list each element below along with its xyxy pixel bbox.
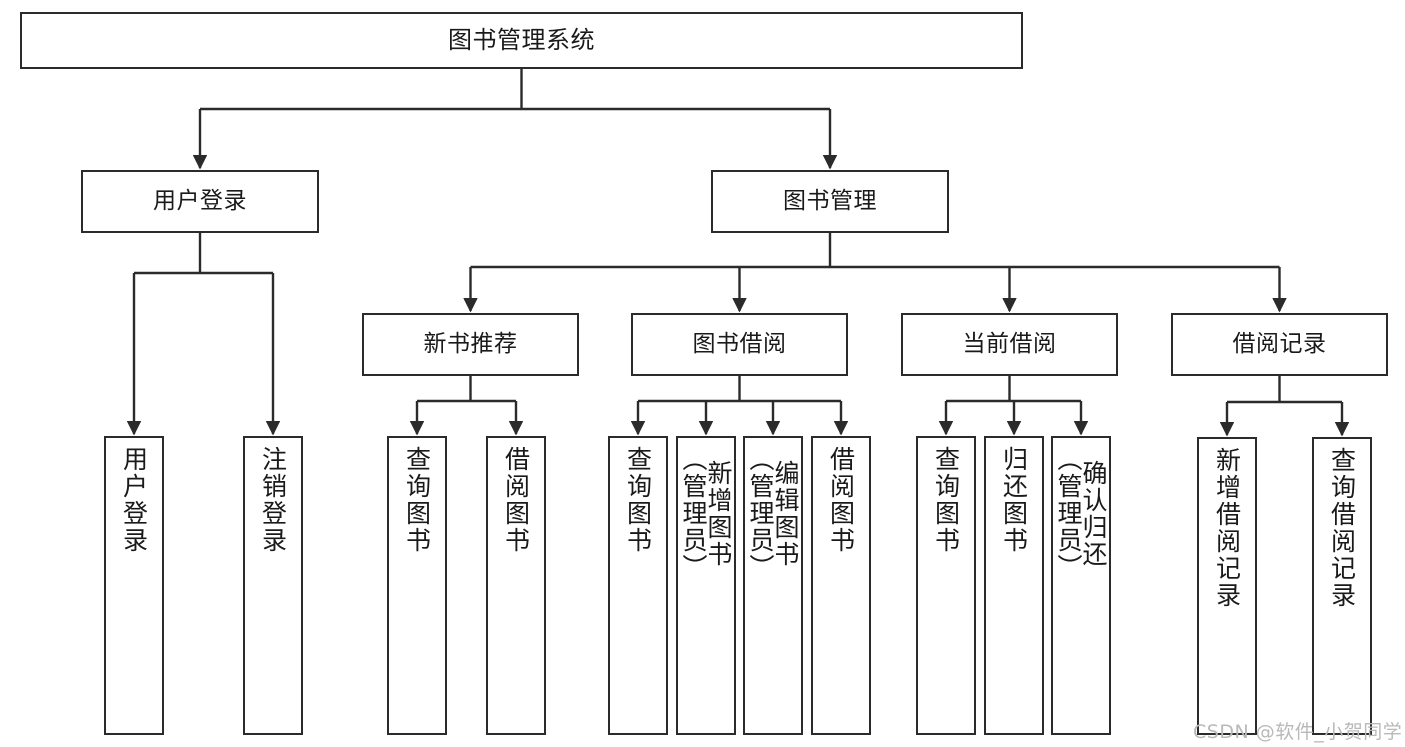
node-current-borrowing[interactable]: 当前借阅: [901, 313, 1118, 376]
node-label: 借阅图书: [501, 446, 531, 554]
leaf-add-borrowing-record[interactable]: 新增借阅记录: [1197, 437, 1257, 735]
leaf-query-book-current[interactable]: 查询图书: [916, 436, 976, 735]
node-label: 查询图书: [623, 446, 653, 554]
node-label: 当前借阅: [962, 330, 1057, 357]
leaf-add-book-admin[interactable]: 新增图书 （管理员）: [676, 436, 736, 735]
node-label: 查询借阅记录: [1327, 447, 1357, 609]
node-label: 新增借阅记录: [1212, 447, 1242, 609]
node-label: 新书推荐: [423, 330, 518, 357]
node-label: 借阅记录: [1232, 330, 1327, 357]
leaf-query-book-borrow[interactable]: 查询图书: [608, 436, 668, 735]
leaf-return-book[interactable]: 归还图书: [984, 436, 1044, 735]
node-label: 编辑图书 （管理员）: [746, 446, 800, 581]
node-new-book-recommendation[interactable]: 新书推荐: [362, 313, 579, 376]
node-user-login[interactable]: 用户登录: [81, 170, 319, 233]
node-label: 查询图书: [931, 446, 961, 554]
csdn-watermark: CSDN @软件_小贺同学: [1193, 721, 1403, 743]
node-label: 查询图书: [402, 446, 432, 554]
node-label: 归还图书: [999, 446, 1029, 554]
node-label: 图书管理系统: [448, 26, 595, 55]
node-book-borrowing[interactable]: 图书借阅: [631, 313, 848, 376]
leaf-borrow-book[interactable]: 借阅图书: [811, 436, 871, 735]
node-label: 新增图书 （管理员）: [679, 446, 733, 581]
node-label: 借阅图书: [826, 446, 856, 554]
leaf-user-login[interactable]: 用户登录: [104, 436, 164, 735]
node-book-management[interactable]: 图书管理: [711, 170, 949, 233]
node-label: 图书借阅: [692, 330, 787, 357]
node-label: 用户登录: [119, 446, 149, 554]
leaf-query-borrowing-record[interactable]: 查询借阅记录: [1312, 437, 1372, 735]
leaf-borrow-book-new[interactable]: 借阅图书: [486, 436, 546, 735]
node-label: 用户登录: [153, 187, 247, 214]
leaf-confirm-return-admin[interactable]: 确认归还 （管理员）: [1051, 436, 1111, 735]
node-borrowing-record[interactable]: 借阅记录: [1171, 313, 1388, 376]
node-label: 图书管理: [783, 187, 877, 214]
leaf-edit-book-admin[interactable]: 编辑图书 （管理员）: [743, 436, 803, 735]
leaf-query-book-new[interactable]: 查询图书: [387, 436, 447, 735]
leaf-user-logout[interactable]: 注销登录: [243, 436, 303, 735]
node-label: 注销登录: [258, 446, 288, 554]
node-label: 确认归还 （管理员）: [1054, 446, 1108, 581]
node-root-book-management-system[interactable]: 图书管理系统: [20, 12, 1023, 69]
